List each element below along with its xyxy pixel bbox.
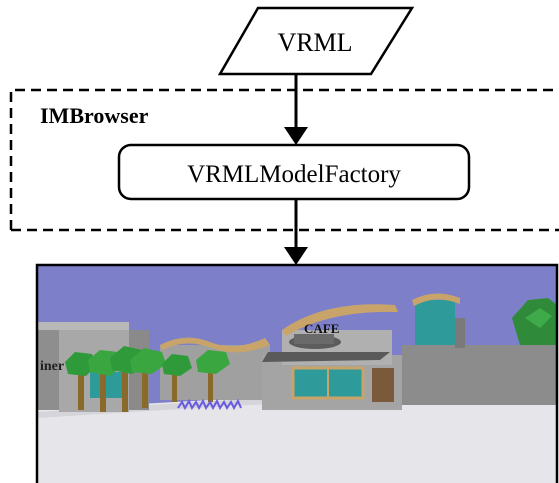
- vrml-node: VRML: [217, 6, 415, 76]
- factory-box: [117, 143, 471, 201]
- factory-label: VRMLModelFactory: [187, 161, 401, 188]
- arrowhead-vrml-to-factory: [284, 127, 308, 145]
- cafe-building: CAFE: [262, 293, 557, 410]
- container-label: IMBrowser: [40, 103, 149, 128]
- scene-frame: [35, 263, 559, 483]
- vrml-label: VRML: [277, 28, 352, 57]
- imbrowser-container: IMBrowser: [9, 88, 559, 232]
- container-border-top-left: [9, 88, 559, 230]
- arrowhead-factory-to-scene: [284, 247, 308, 265]
- factory-node: VRMLModelFactory: [117, 143, 471, 201]
- vrml-parallelogram: [217, 6, 415, 76]
- flower-bed: [177, 398, 242, 411]
- right-tree: [512, 298, 557, 345]
- rendered-scene: iner CAFE: [35, 263, 559, 483]
- cafe-sign: CAFE: [304, 321, 339, 336]
- left-building-sign: iner: [40, 359, 64, 374]
- tree-row: [65, 346, 230, 412]
